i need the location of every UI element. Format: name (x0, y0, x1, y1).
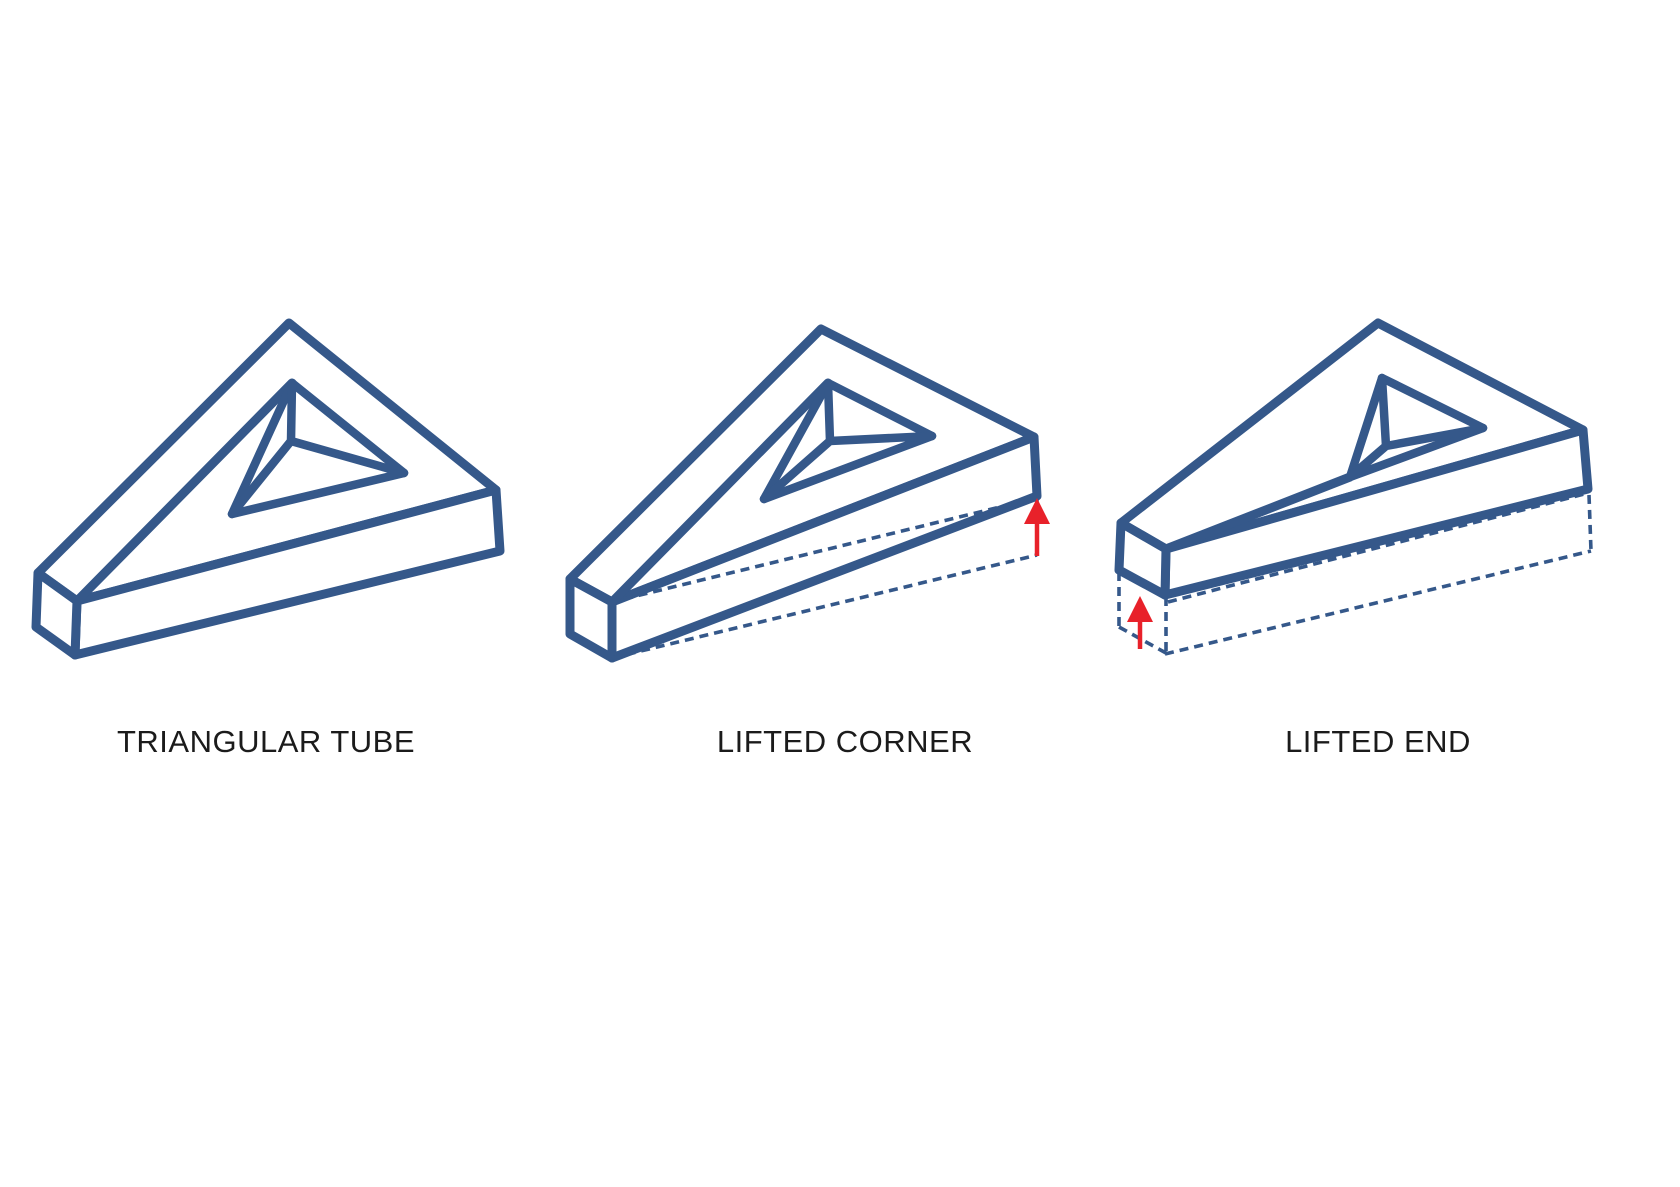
panel-label-lifted-corner: LIFTED CORNER (716, 724, 974, 759)
tube-inner-walls (759, 378, 937, 504)
triangular-tube-figure (31, 318, 505, 660)
lift-arrow-icon (1024, 498, 1050, 556)
tube-miter-edge (72, 378, 297, 606)
lift-arrow-icon (1127, 596, 1153, 649)
tube-end-cap (31, 568, 82, 660)
tube-miter-edge (607, 378, 833, 607)
tube-end-cap (1114, 518, 1171, 600)
lifted-end-figure (1114, 318, 1593, 656)
tube-inner-walls (1345, 373, 1488, 482)
lifted-corner-figure (565, 324, 1050, 663)
panel-label-lifted-end: LIFTED END (1285, 724, 1471, 759)
panel-label-triangular-tube: TRIANGULAR TUBE (116, 724, 416, 759)
tube-inner-walls (227, 378, 409, 519)
tube-fold-edge (1161, 472, 1355, 554)
